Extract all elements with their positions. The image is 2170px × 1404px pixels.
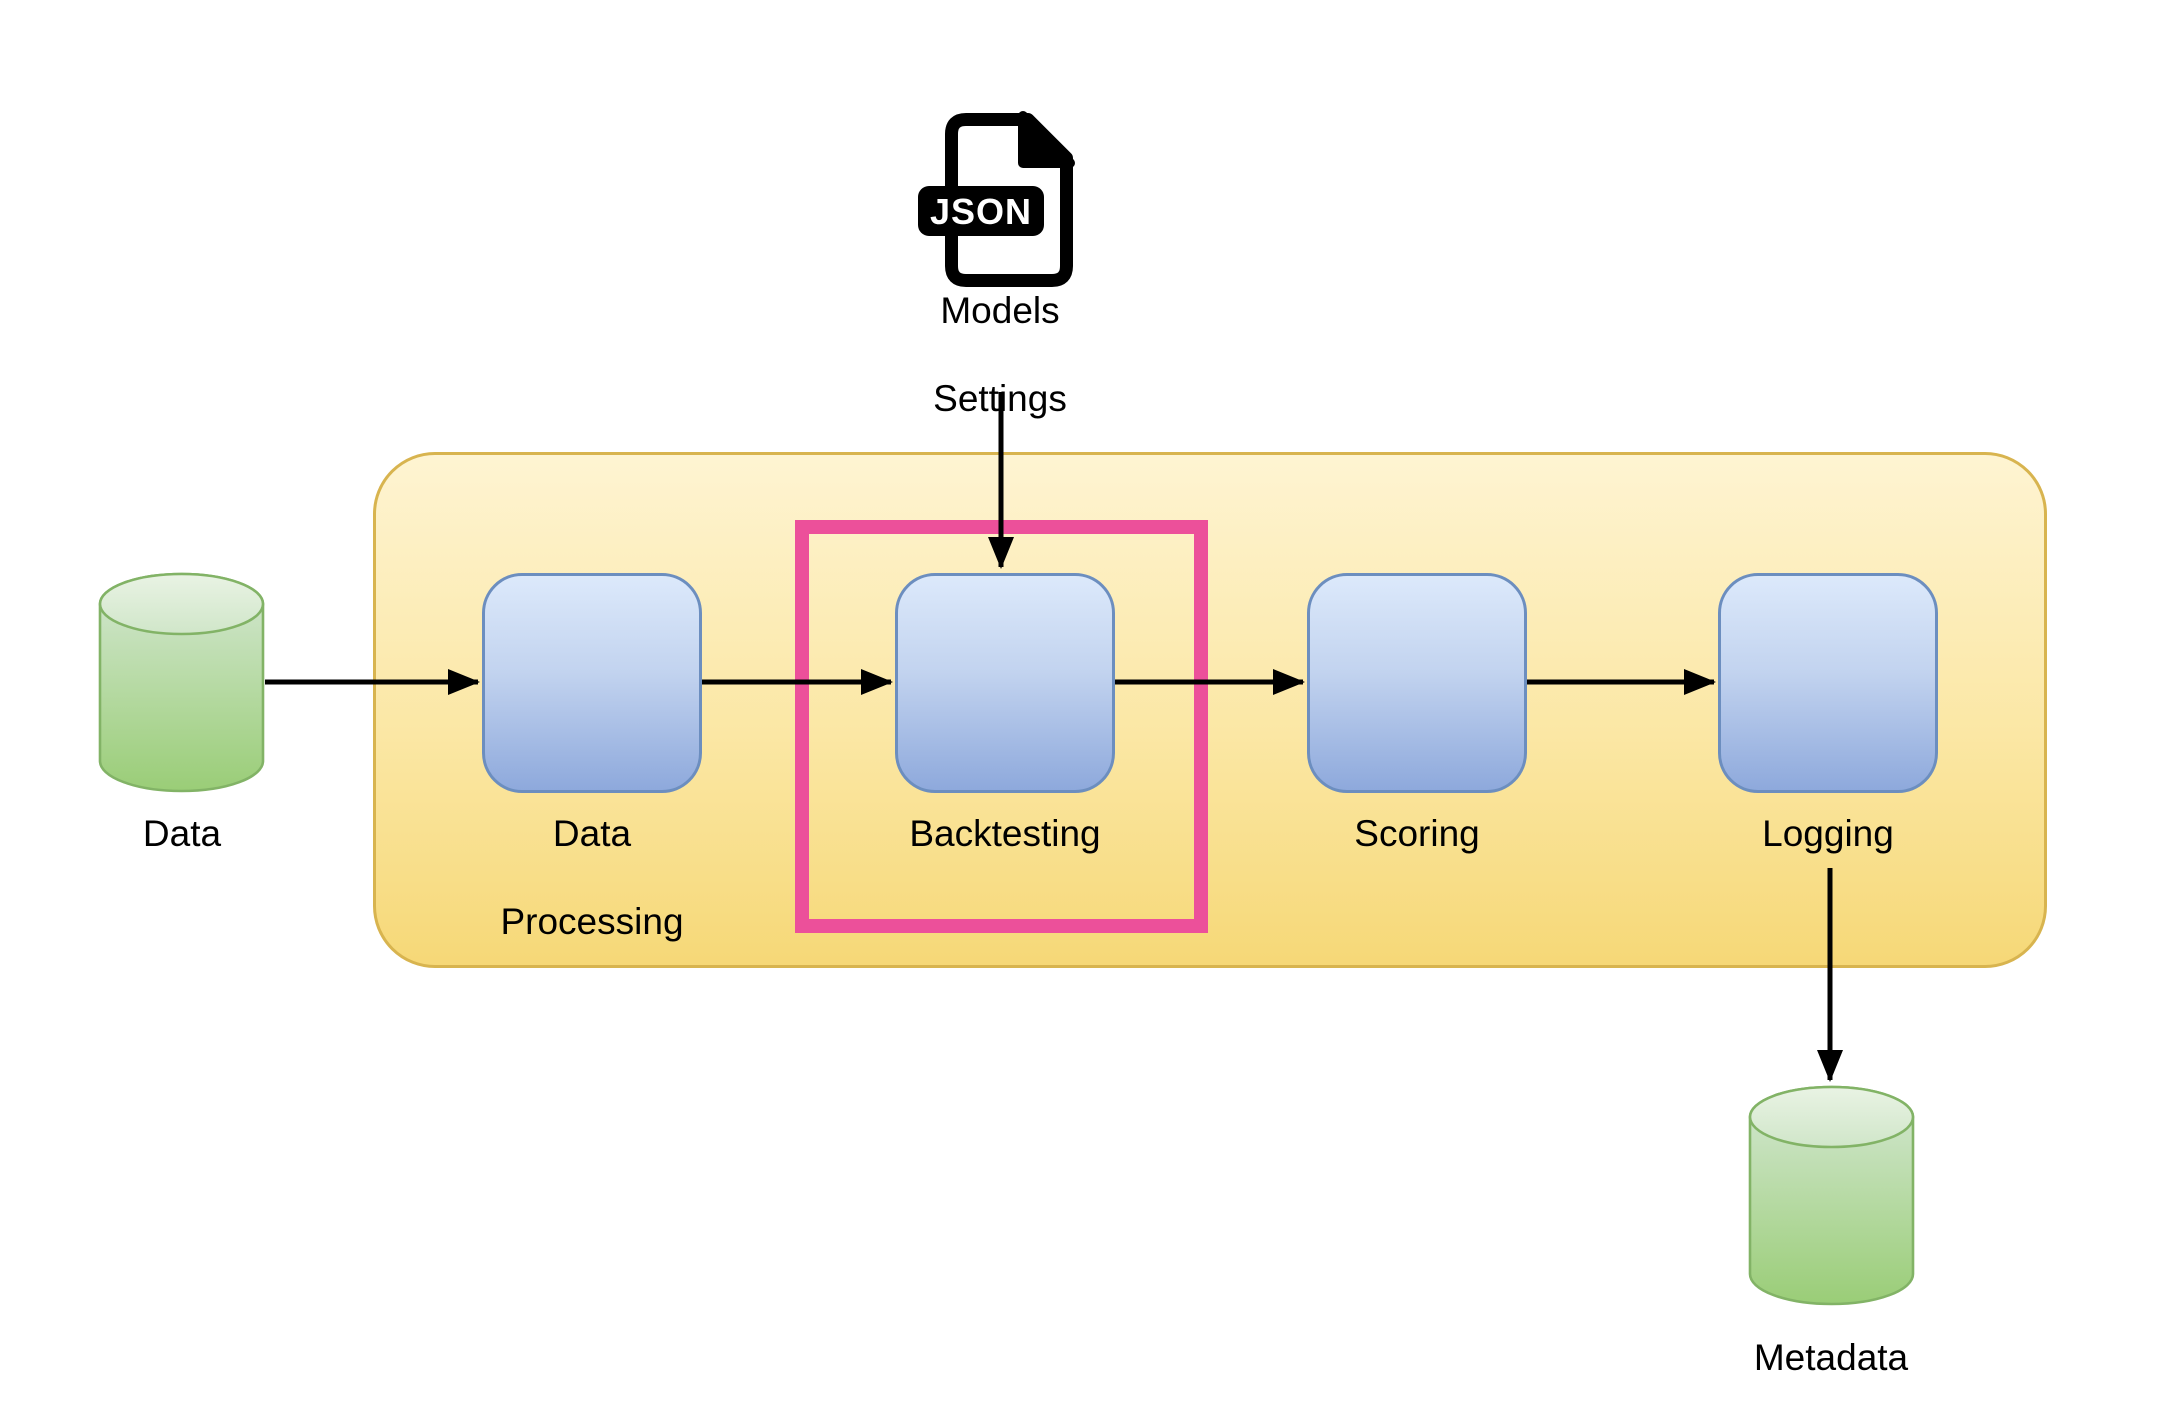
step-label-data-processing: Data Processing [500, 813, 684, 942]
json-badge-label: JSON [930, 191, 1032, 232]
json-badge [918, 186, 1044, 236]
data-store-label: Data [142, 813, 222, 854]
database-cylinder-icon [1748, 1085, 1915, 1306]
config-file-label: Models Settings [840, 289, 1160, 421]
step-box-data-processing [482, 573, 702, 793]
metadata-store-label: Metadata [1753, 1337, 1909, 1378]
step-box-backtesting [895, 573, 1115, 793]
config-file-label-line1: Models [940, 290, 1060, 331]
step-label-scoring: Scoring [1354, 813, 1480, 854]
step-label-backtesting: Backtesting [909, 813, 1101, 854]
config-file-label-line2: Settings [933, 378, 1067, 419]
step-box-logging [1718, 573, 1938, 793]
step-box-scoring [1307, 573, 1527, 793]
database-cylinder-icon [98, 572, 265, 793]
step-label-logging: Logging [1762, 813, 1894, 854]
json-file-icon: JSON [918, 111, 1075, 287]
